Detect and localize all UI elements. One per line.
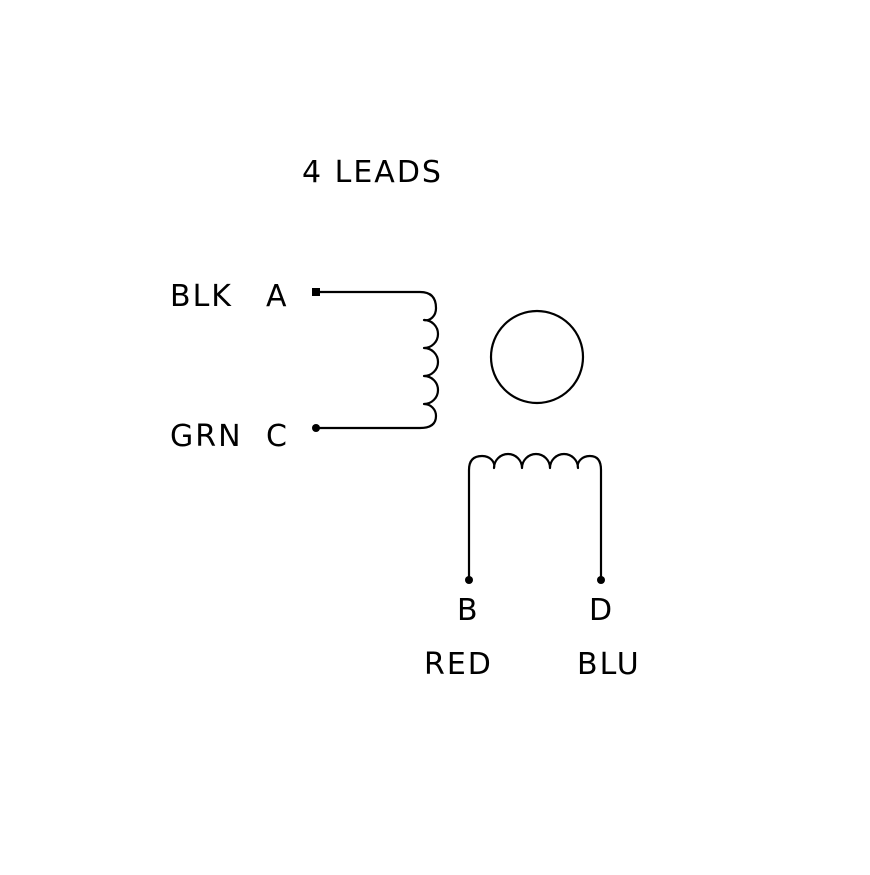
lead-d-letter-label: D (589, 593, 614, 628)
lead-b-letter-label: B (457, 593, 480, 628)
lead-c-letter-label: C (266, 419, 289, 454)
lead-a-color-label: BLK (170, 279, 233, 314)
lead-c-color-label: GRN (170, 419, 243, 454)
lead-b-color-label: RED (424, 647, 493, 682)
lead-a-letter-label: A (266, 279, 289, 314)
diagram-title: 4 LEADS (302, 155, 443, 190)
winding-bd (467, 452, 603, 582)
lead-d-color-label: BLU (577, 647, 641, 682)
rotor-icon (489, 309, 585, 405)
winding-ac (314, 290, 440, 430)
